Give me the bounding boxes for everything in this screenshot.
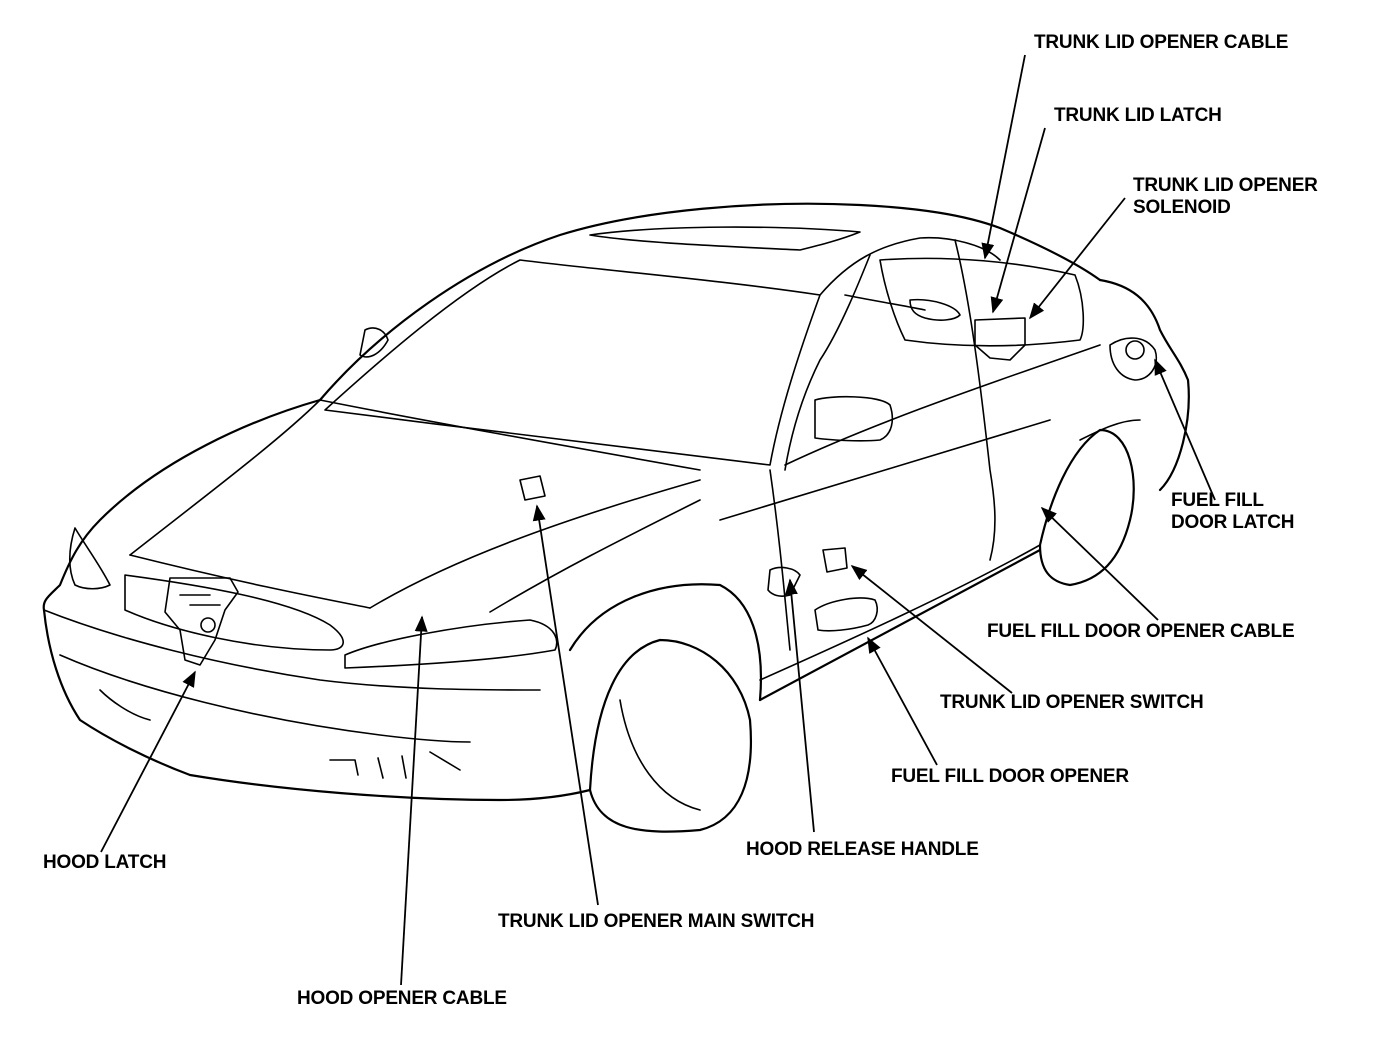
label-trunk-lid-opener-switch: TRUNK LID OPENER SWITCH xyxy=(940,692,1204,713)
label-fuel-fill-door-latch: FUEL FILL DOOR LATCH xyxy=(1171,490,1295,533)
label-hood-latch: HOOD LATCH xyxy=(43,852,167,873)
leader-lines xyxy=(100,54,1216,986)
label-hood-release-handle: HOOD RELEASE HANDLE xyxy=(746,839,979,860)
car-body xyxy=(42,202,1190,833)
label-hood-opener-cable: HOOD OPENER CABLE xyxy=(297,988,507,1009)
label-trunk-lid-opener-main-switch: TRUNK LID OPENER MAIN SWITCH xyxy=(498,911,815,932)
label-trunk-lid-latch: TRUNK LID LATCH xyxy=(1054,105,1222,126)
label-fuel-fill-door-opener: FUEL FILL DOOR OPENER xyxy=(891,766,1129,787)
label-trunk-lid-opener-cable: TRUNK LID OPENER CABLE xyxy=(1034,32,1289,53)
label-fuel-fill-door-opener-cable: FUEL FILL DOOR OPENER CABLE xyxy=(987,621,1295,642)
label-trunk-lid-opener-solenoid: TRUNK LID OPENER SOLENOID xyxy=(1133,175,1318,218)
